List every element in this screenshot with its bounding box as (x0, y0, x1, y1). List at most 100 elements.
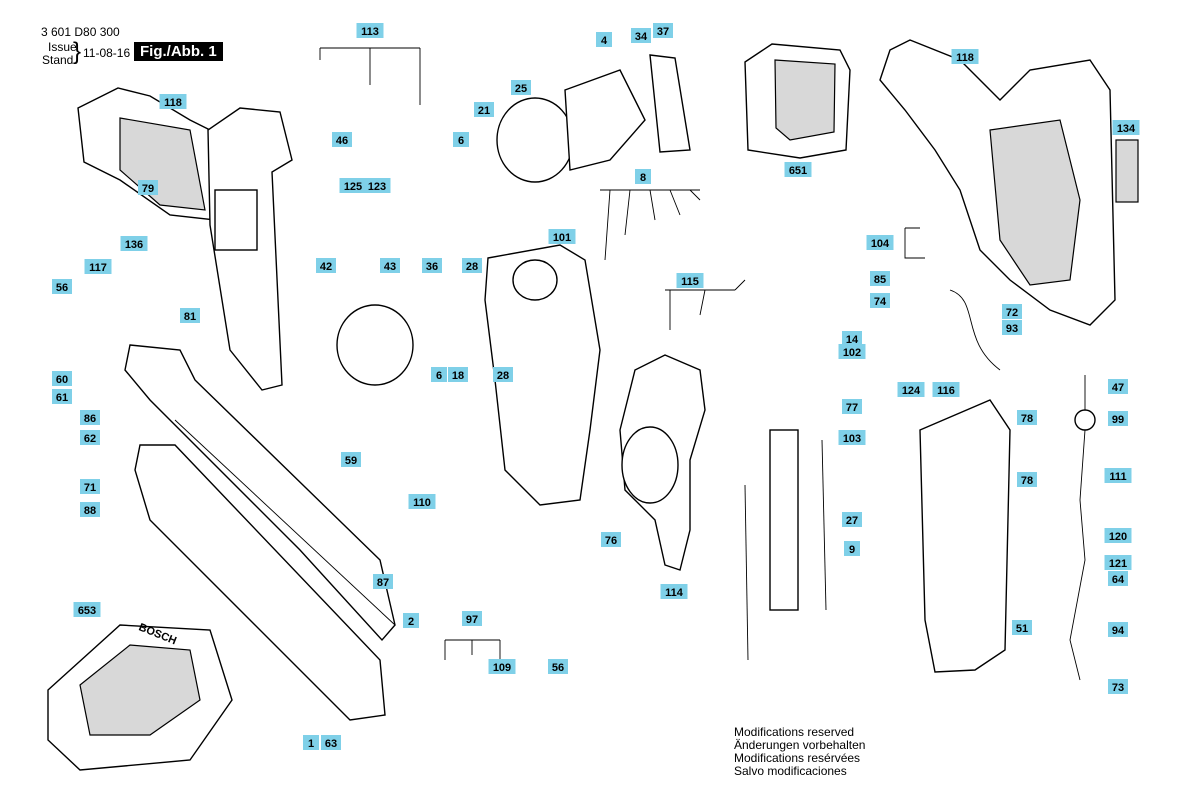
callout-43: 43 (380, 258, 400, 273)
callout-box (631, 28, 651, 43)
callout-1: 1 (303, 735, 319, 750)
callout-72: 72 (1002, 304, 1022, 319)
callout-box (159, 94, 187, 109)
callout-box (844, 541, 860, 556)
leader-8 (600, 189, 701, 261)
callout-label: 74 (874, 296, 887, 308)
callout-box (1108, 571, 1128, 586)
callout-label: 121 (1109, 558, 1127, 570)
battery-pack (744, 43, 851, 159)
callout-box (660, 584, 688, 599)
callout-102: 102 (838, 344, 866, 359)
callout-label: 18 (452, 370, 464, 382)
callout-box (1108, 679, 1128, 694)
stand-label: Stand (42, 53, 74, 67)
callout-label: 56 (552, 662, 564, 674)
callout-2: 2 (403, 613, 419, 628)
callout-box (1017, 472, 1037, 487)
callout-box (341, 452, 361, 467)
callout-label: 111 (1109, 471, 1126, 483)
callout-label: 102 (843, 347, 861, 359)
callout-label: 21 (478, 105, 490, 117)
callout-118: 118 (159, 94, 187, 109)
callout-28: 28 (493, 367, 513, 382)
callout-label: 117 (89, 262, 107, 274)
callout-4: 4 (596, 32, 612, 47)
callout-box (1108, 379, 1128, 394)
callout-label: 94 (1112, 625, 1125, 637)
callout-box (453, 132, 469, 147)
issue-date: 11-08-16 (83, 46, 131, 60)
callout-box (676, 273, 704, 288)
callout-box (356, 23, 384, 38)
callout-115: 115 (676, 273, 704, 288)
leader-97 (444, 639, 501, 665)
callout-label: 73 (1112, 682, 1124, 694)
callout-56: 56 (52, 279, 72, 294)
callout-label: 651 (789, 165, 807, 177)
callout-114: 114 (660, 584, 688, 599)
callout-box (870, 271, 890, 286)
callout-box (52, 389, 72, 404)
callout-box (1104, 468, 1132, 483)
callout-label: 79 (142, 183, 154, 195)
callout-box (462, 258, 482, 273)
callout-box (1104, 528, 1132, 543)
callout-box (73, 602, 101, 617)
callout-box (1112, 120, 1140, 135)
callout-label: 56 (56, 282, 68, 294)
callout-71: 71 (80, 479, 100, 494)
callout-label: 76 (605, 535, 617, 547)
drive-arm (619, 354, 706, 571)
callout-51: 51 (1012, 620, 1032, 635)
callout-label: 25 (515, 83, 527, 95)
callout-box (316, 258, 336, 273)
callout-label: 36 (426, 261, 438, 273)
nut-99 (1074, 409, 1096, 431)
callout-label: 88 (84, 505, 96, 517)
callout-box (332, 132, 352, 147)
callout-box (870, 293, 890, 308)
callout-box (842, 331, 862, 346)
callout-118: 118 (951, 49, 979, 64)
note-de: Änderungen vorbehalten (734, 738, 866, 752)
callout-18: 18 (448, 367, 468, 382)
callout-label: 28 (466, 261, 478, 273)
callout-97: 97 (462, 611, 482, 626)
callout-99: 99 (1108, 411, 1128, 426)
callout-label: 110 (413, 497, 431, 509)
callout-box (493, 367, 513, 382)
note-fr: Modifications resérvées (734, 751, 861, 765)
brace: } (73, 38, 82, 65)
callout-label: 43 (384, 261, 396, 273)
housing-right (879, 39, 1139, 326)
callout-label: 115 (681, 276, 699, 288)
callout-box (373, 574, 393, 589)
callout-box (596, 32, 612, 47)
callout-103: 103 (838, 430, 866, 445)
callout-63: 63 (321, 735, 341, 750)
callout-124: 124 (897, 382, 925, 397)
callout-box (548, 229, 576, 244)
callout-box (488, 659, 516, 674)
callout-6: 6 (431, 367, 447, 382)
figure-label: Fig./Abb. 1 (134, 42, 223, 61)
callout-label: 47 (1112, 382, 1124, 394)
part-number: 3 601 D80 300 (41, 25, 120, 39)
callout-42: 42 (316, 258, 336, 273)
callout-box (474, 102, 494, 117)
callout-59: 59 (341, 452, 361, 467)
callout-label: 37 (657, 26, 669, 38)
callout-78: 78 (1017, 472, 1037, 487)
callout-label: 97 (466, 614, 478, 626)
callout-label: 51 (1016, 623, 1028, 635)
callout-110: 110 (408, 494, 436, 509)
callout-116: 116 (932, 382, 960, 397)
callout-box (1017, 410, 1037, 425)
callout-box (321, 735, 341, 750)
callout-box (448, 367, 468, 382)
callout-box (52, 279, 72, 294)
callout-125: 125 (339, 178, 367, 193)
callout-box (339, 178, 367, 193)
